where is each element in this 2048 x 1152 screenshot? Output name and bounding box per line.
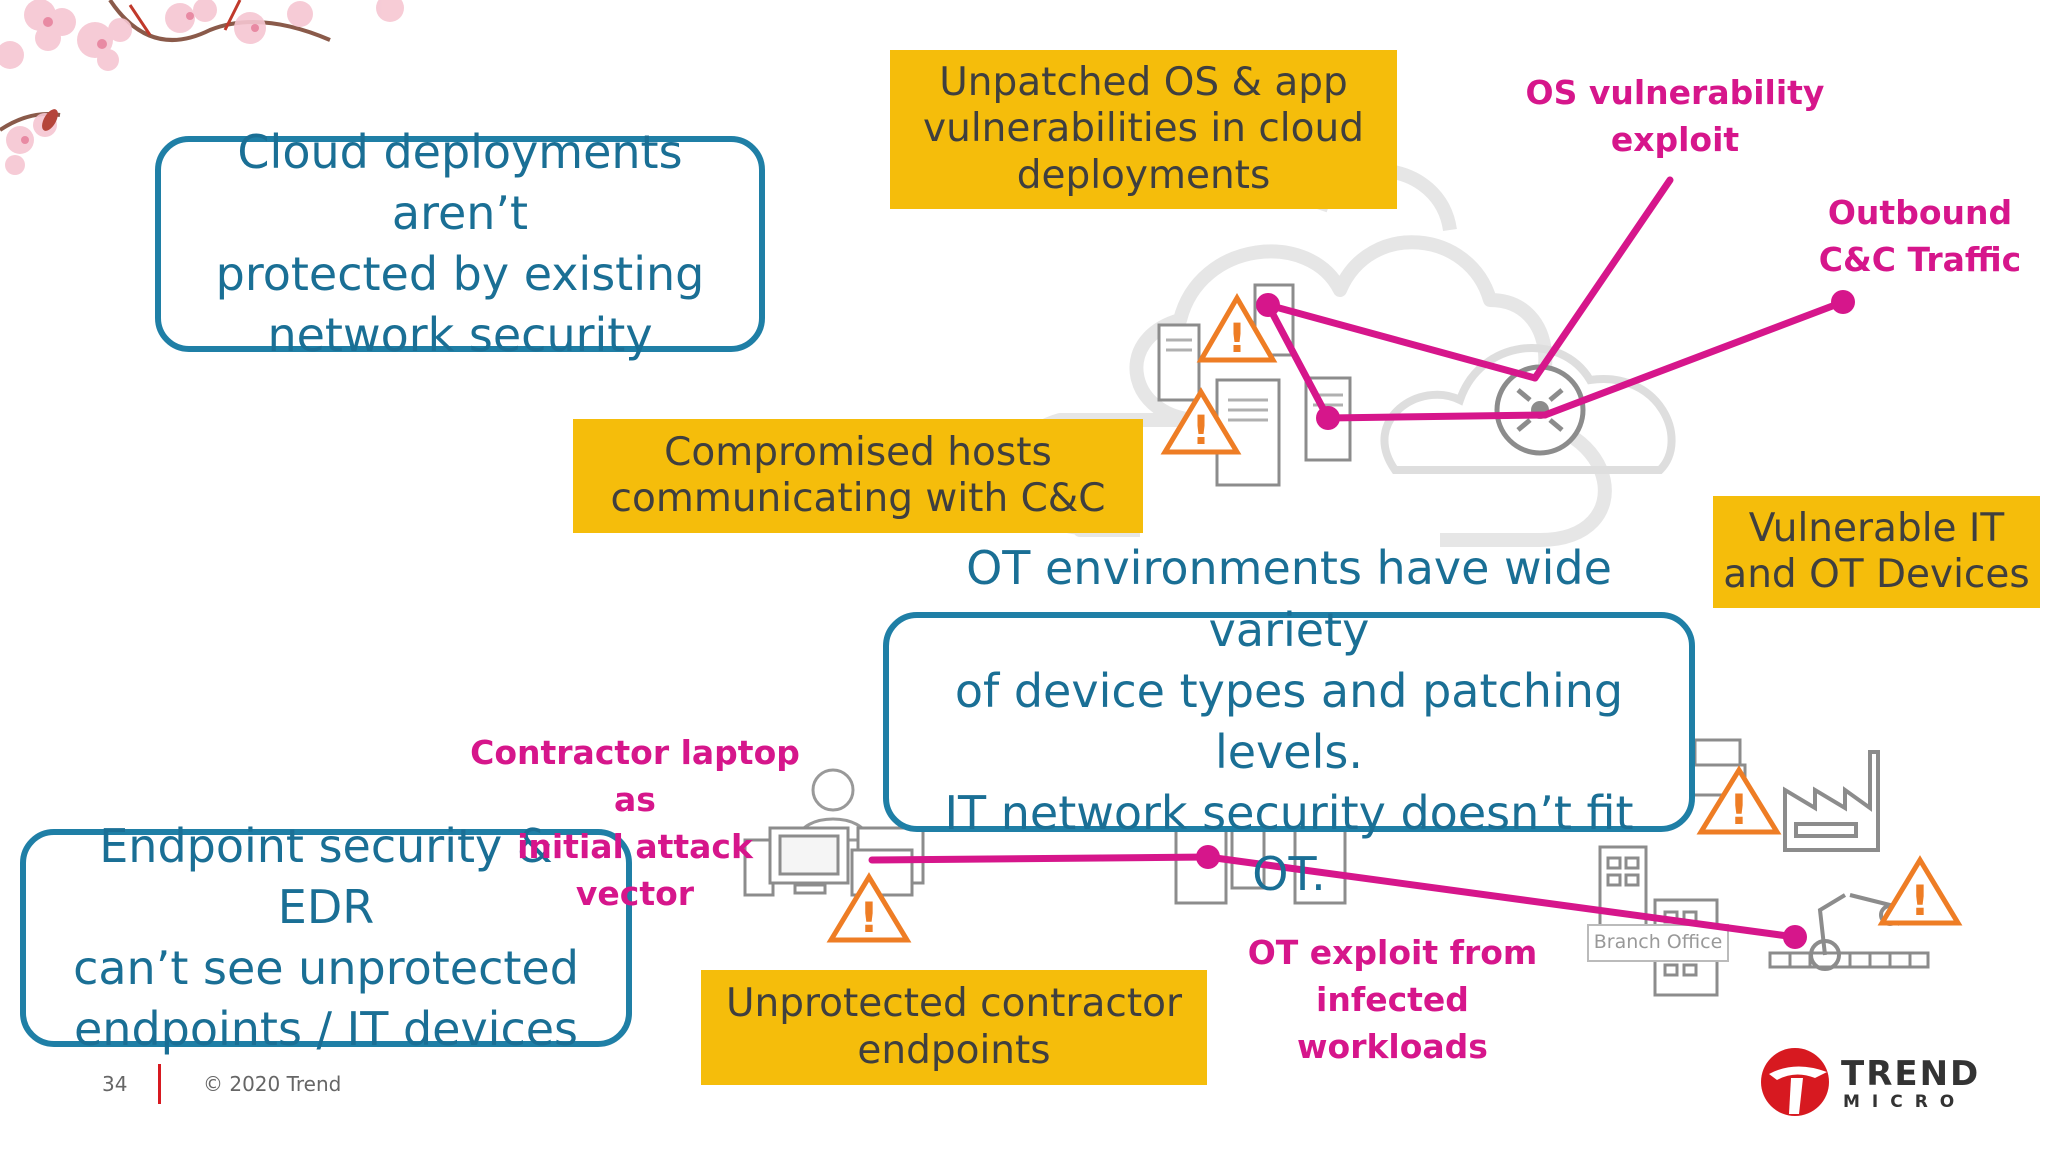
factory-icon bbox=[1783, 750, 1880, 852]
box-unpatched-vulnerabilities: Unpatched OS & app vulnerabilities in cl… bbox=[890, 50, 1397, 209]
logo-mark-icon bbox=[1761, 1048, 1829, 1116]
warning-icon: ! bbox=[1696, 765, 1782, 835]
warning-icon: ! bbox=[1196, 293, 1278, 363]
robot-arm-icon bbox=[1809, 893, 1902, 971]
router-icon bbox=[1494, 364, 1586, 456]
callout-endpoint-security: Endpoint security & EDR can’t see unprot… bbox=[20, 819, 632, 1056]
label-branch-office: Branch Office bbox=[1593, 931, 1723, 953]
label-ot-exploit: OT exploit from infected workloads bbox=[1247, 933, 1538, 1066]
callout-cloud-security: Cloud deployments aren’t protected by ex… bbox=[155, 125, 765, 362]
box-unprotected-contractor-endpoints: Unprotected contractor endpoints bbox=[701, 970, 1207, 1085]
label-contractor-laptop: Contractor laptop as initial attack vect… bbox=[470, 733, 800, 913]
warning-icon: ! bbox=[826, 872, 912, 943]
box-compromised-hosts: Compromised hosts communicating with C&C bbox=[573, 419, 1143, 533]
conveyor-icon bbox=[1768, 951, 1930, 969]
logo-name-bottom: MICRO bbox=[1843, 1092, 1967, 1112]
label-outbound-traffic: Outbound C&C Traffic bbox=[1818, 193, 2022, 279]
copyright: © 2020 Trend bbox=[203, 1072, 342, 1096]
desktop-computer-icon bbox=[743, 826, 925, 897]
page-number: 34 bbox=[102, 1072, 128, 1096]
trend-micro-logo: TREND MICRO bbox=[1755, 1042, 1978, 1122]
warning-icon: ! bbox=[1160, 387, 1242, 455]
svg-text:!: ! bbox=[1192, 408, 1210, 454]
label-os-vulnerability: OS vulnerability exploit bbox=[1525, 73, 1825, 159]
cherry-blossom-icon bbox=[0, 0, 404, 175]
logo-name-top: TREND bbox=[1841, 1054, 1981, 1094]
warning-icon: ! bbox=[1877, 855, 1963, 926]
box-vulnerable-devices: Vulnerable IT and OT Devices bbox=[1713, 496, 2040, 608]
svg-text:!: ! bbox=[859, 893, 878, 942]
ot-attack-path bbox=[868, 853, 1799, 941]
svg-text:!: ! bbox=[1910, 876, 1929, 925]
svg-text:!: ! bbox=[1729, 785, 1748, 834]
callout-ot-environments: OT environments have wide variety of dev… bbox=[883, 541, 1695, 901]
cherry-blossom-decoration bbox=[0, 0, 404, 175]
cloud-attack-path bbox=[1264, 176, 1847, 422]
svg-text:!: ! bbox=[1228, 316, 1246, 362]
footer-divider bbox=[158, 1064, 161, 1104]
